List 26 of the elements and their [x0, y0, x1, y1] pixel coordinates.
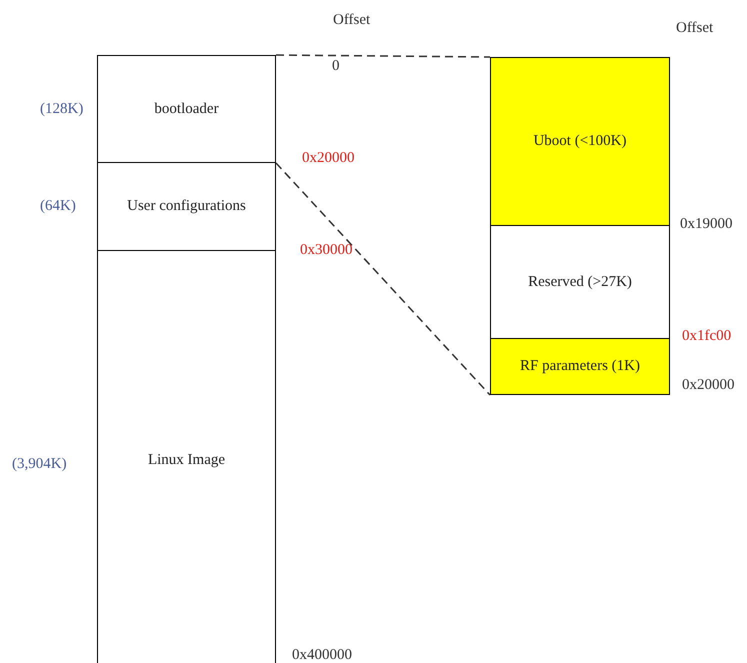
region-label: Reserved (>27K): [528, 274, 632, 290]
column-heading: Offset: [333, 12, 370, 29]
size-label: (64K): [40, 198, 76, 215]
memory-region: [490, 338, 670, 395]
region-label: RF parameters (1K): [520, 358, 640, 375]
zoom-line: [275, 162, 491, 396]
offset-label: 0: [332, 58, 340, 75]
region-label: Linux Image: [148, 452, 226, 468]
offset-label: 0x20000: [682, 377, 734, 394]
offset-label: 0x400000: [292, 647, 352, 663]
region-label: Uboot (<100K): [533, 133, 627, 150]
region-label: User configurations: [127, 198, 246, 215]
offset-label: 0x30000: [300, 242, 352, 259]
size-label: (3,904K): [12, 456, 67, 473]
offset-label: 0x20000: [302, 150, 354, 167]
memory-region: [97, 250, 276, 663]
region-label: bootloader: [154, 100, 219, 118]
memory-region: [490, 57, 670, 226]
zoom-line: [276, 54, 490, 58]
size-label: (128K): [40, 101, 84, 118]
offset-label: 0x1fc00: [682, 328, 732, 345]
offset-label: 0x19000: [680, 216, 732, 233]
memory-region: [97, 162, 276, 251]
memory-region: [97, 55, 276, 163]
memory-region: [490, 225, 670, 339]
column-heading: Offset: [676, 20, 714, 37]
